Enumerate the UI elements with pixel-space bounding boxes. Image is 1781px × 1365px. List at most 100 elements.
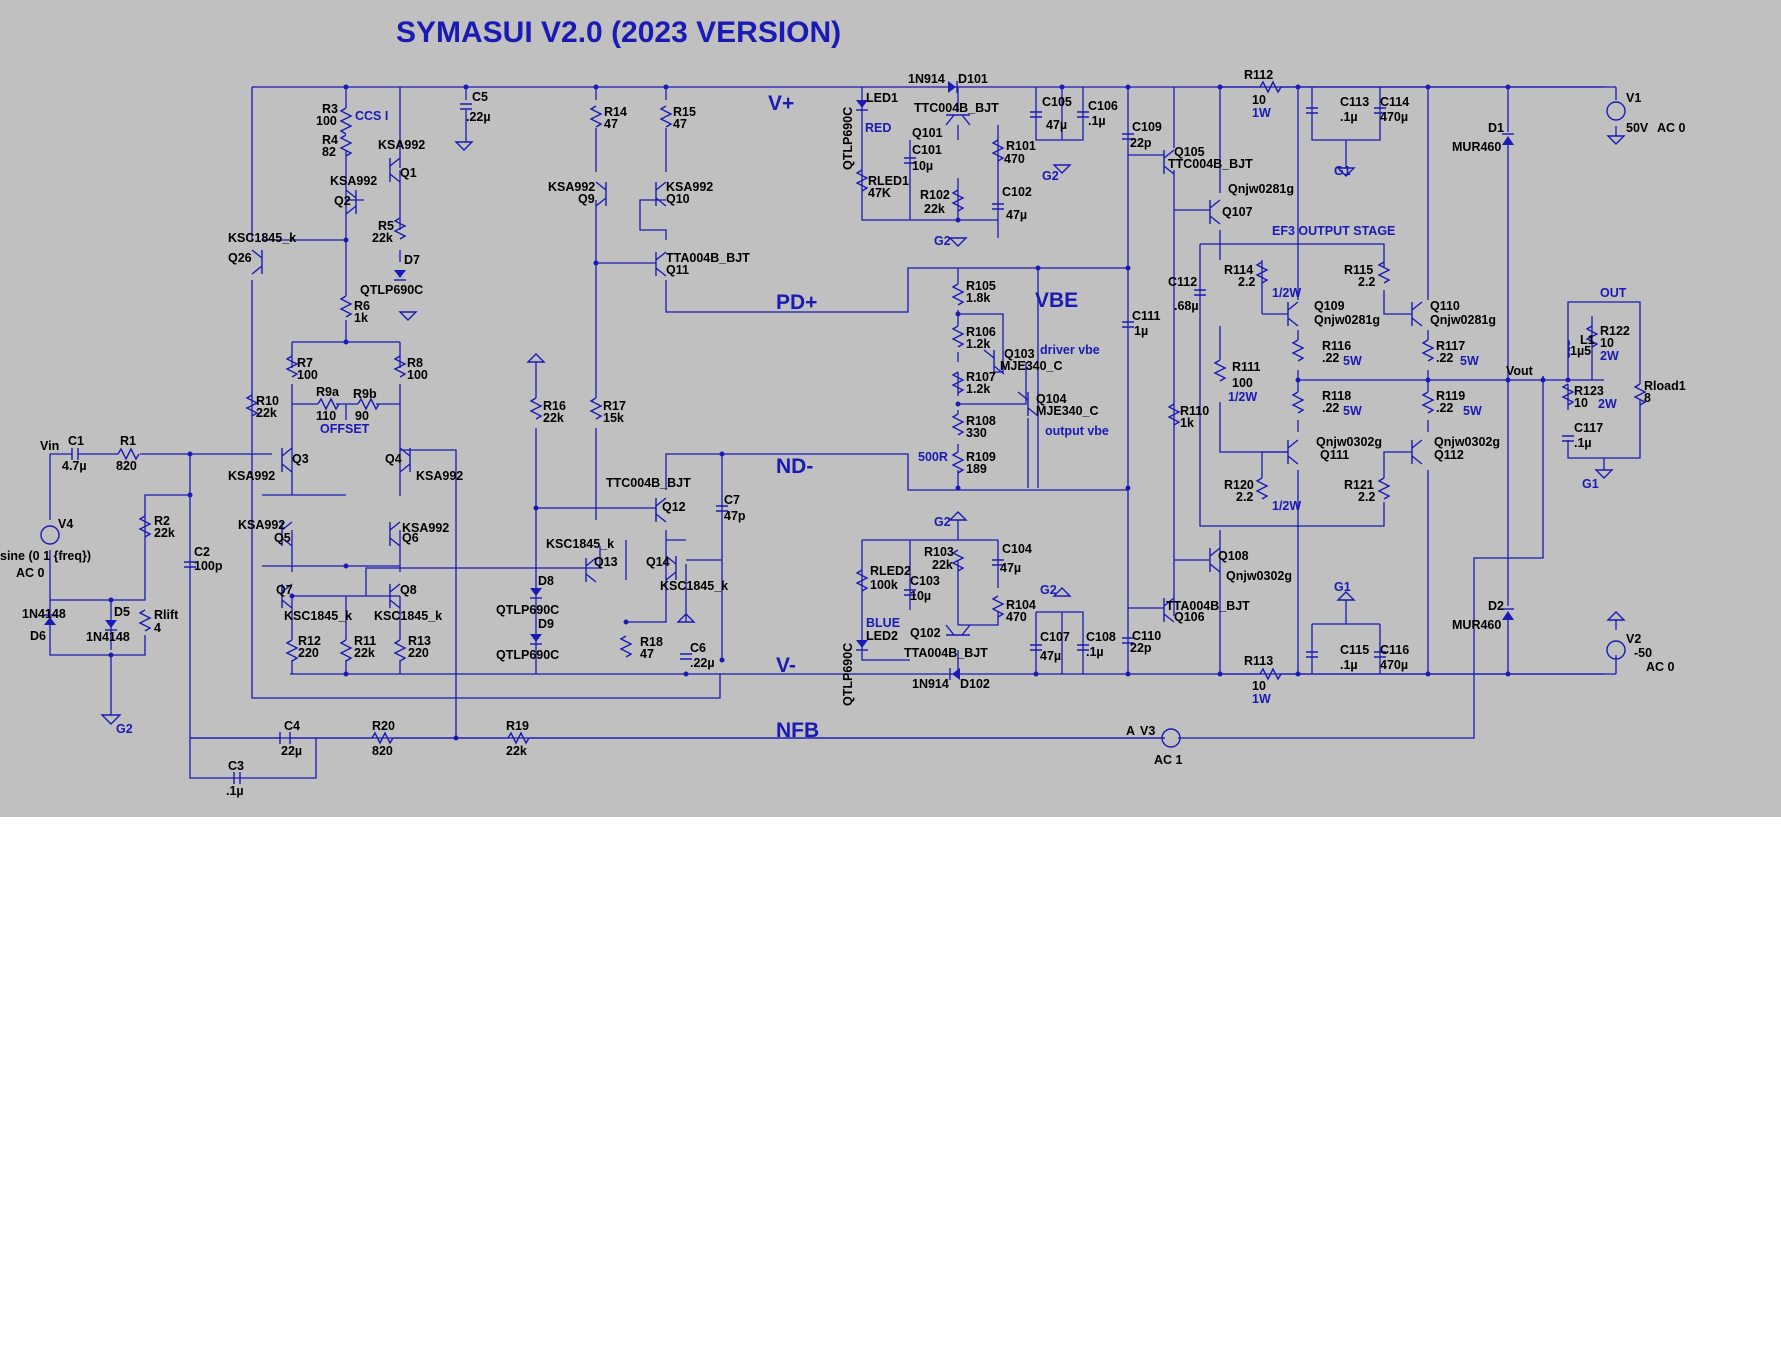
- component-label: R4: [322, 133, 338, 147]
- component-label: Q104: [1036, 392, 1067, 406]
- component-label: 1k: [354, 311, 368, 325]
- annotation-outputvbe: output vbe: [1045, 424, 1109, 438]
- component-label: 1.2k: [966, 337, 990, 351]
- component-label: Q111: [1320, 448, 1349, 462]
- components: [40, 80, 1647, 784]
- component-label: 2.2: [1358, 275, 1375, 289]
- component-label: D2: [1488, 599, 1504, 613]
- component-label: KSA992: [416, 469, 463, 483]
- source-symbols: [40, 101, 1626, 748]
- component-label: AC 0: [16, 566, 45, 580]
- component-label: RLED2: [870, 564, 911, 578]
- component-label: KSC1845_k: [228, 231, 296, 245]
- component-label: 1.2k: [966, 382, 990, 396]
- component-label: C5: [472, 90, 488, 104]
- component-label: AC 1: [1154, 753, 1183, 767]
- component-label: 47: [604, 117, 618, 131]
- component-label: 22k: [354, 646, 375, 660]
- component-label: C112: [1168, 275, 1197, 289]
- component-label: KSA992: [378, 138, 425, 152]
- component-label: R10: [256, 394, 279, 408]
- component-label: 2.2: [1236, 490, 1253, 504]
- component-label: KSA992: [402, 521, 449, 535]
- component-label: 47µ: [1046, 118, 1067, 132]
- component-label: Q10: [666, 192, 690, 206]
- component-label: C107: [1040, 630, 1070, 644]
- component-label: V3: [1140, 724, 1155, 738]
- component-label: 470µ: [1380, 110, 1408, 124]
- annotation-h120: 1/2W: [1272, 499, 1301, 513]
- component-label: R121: [1344, 478, 1374, 492]
- component-label: 189: [966, 462, 987, 476]
- component-label-vertical: QTLP690C: [841, 643, 855, 706]
- component-label: D6: [30, 629, 46, 643]
- component-label: QTLP690C: [496, 648, 559, 662]
- component-label: 470µ: [1380, 658, 1408, 672]
- component-label: 82: [322, 145, 336, 159]
- component-label: C6: [690, 641, 706, 655]
- component-label: TTA004B_BJT: [666, 251, 750, 265]
- annotation-w117: 5W: [1460, 354, 1479, 368]
- annotation-ef3: EF3 OUTPUT STAGE: [1272, 224, 1395, 238]
- component-label: Q109: [1314, 299, 1345, 313]
- component-label: KSA992: [548, 180, 595, 194]
- component-label: 100k: [870, 578, 898, 592]
- component-label: D101: [958, 72, 988, 86]
- component-label: .1µ: [1340, 110, 1358, 124]
- component-label: .1µ: [1574, 436, 1592, 450]
- component-label: .22: [1322, 351, 1339, 365]
- annotation-w116: 5W: [1343, 354, 1362, 368]
- component-label: Qnjw0281g: [1314, 313, 1380, 327]
- component-label: C110: [1132, 629, 1161, 643]
- annotation-offset: OFFSET: [320, 422, 370, 436]
- component-label: R110: [1180, 404, 1209, 418]
- component-label: R18: [640, 635, 663, 649]
- component-label: R15: [673, 105, 696, 119]
- component-label: 50V: [1626, 121, 1649, 135]
- component-label: 820: [116, 459, 137, 473]
- component-label: QTLP690C: [496, 603, 559, 617]
- component-label: .1µ: [226, 784, 244, 798]
- component-label: 110: [316, 409, 336, 423]
- component-label: KSC1845_k: [660, 579, 728, 593]
- component-label: .68µ: [1174, 299, 1199, 313]
- annotation-ccs: CCS I: [355, 109, 388, 123]
- component-label: L1: [1580, 333, 1595, 347]
- component-label: 22k: [506, 744, 527, 758]
- component-label: 47: [673, 117, 687, 131]
- component-label: 22k: [924, 202, 945, 216]
- component-label: R14: [604, 105, 627, 119]
- component-label: 22k: [154, 526, 175, 540]
- component-label: 47µ: [1000, 561, 1021, 575]
- component-label: R12: [298, 634, 321, 648]
- net-label-vminus: V-: [776, 654, 796, 677]
- component-label: 10: [1252, 679, 1266, 693]
- annotation-red: RED: [865, 121, 891, 135]
- component-label: QTLP690C: [360, 283, 423, 297]
- annotation-w112: 1W: [1252, 106, 1271, 120]
- annotation-g1c: G1: [1582, 477, 1599, 491]
- component-label: Q110: [1430, 299, 1460, 313]
- component-label: R102: [920, 188, 950, 202]
- component-label: D102: [960, 677, 990, 691]
- component-label: C117: [1574, 421, 1603, 435]
- component-label: KSC1845_k: [284, 609, 352, 623]
- transistor-symbols: [251, 114, 1423, 636]
- component-label: RLED1: [868, 174, 909, 188]
- annotation-drivervbe: driver vbe: [1040, 343, 1100, 357]
- component-label: 22p: [1130, 136, 1152, 150]
- component-label: MJE340_C: [1000, 359, 1063, 373]
- component-label: 470: [1004, 152, 1025, 166]
- component-label-vertical: QTLP690C: [841, 107, 855, 170]
- component-label: R118: [1322, 389, 1351, 403]
- component-label: 22k: [543, 411, 564, 425]
- component-label: 100p: [194, 559, 223, 573]
- component-label: C108: [1086, 630, 1116, 644]
- component-label: 47µ: [1006, 208, 1027, 222]
- component-label: C101: [912, 143, 942, 157]
- component-label: 47µ: [1040, 649, 1061, 663]
- component-label: KSA992: [666, 180, 713, 194]
- annotation-w119: 5W: [1463, 404, 1482, 418]
